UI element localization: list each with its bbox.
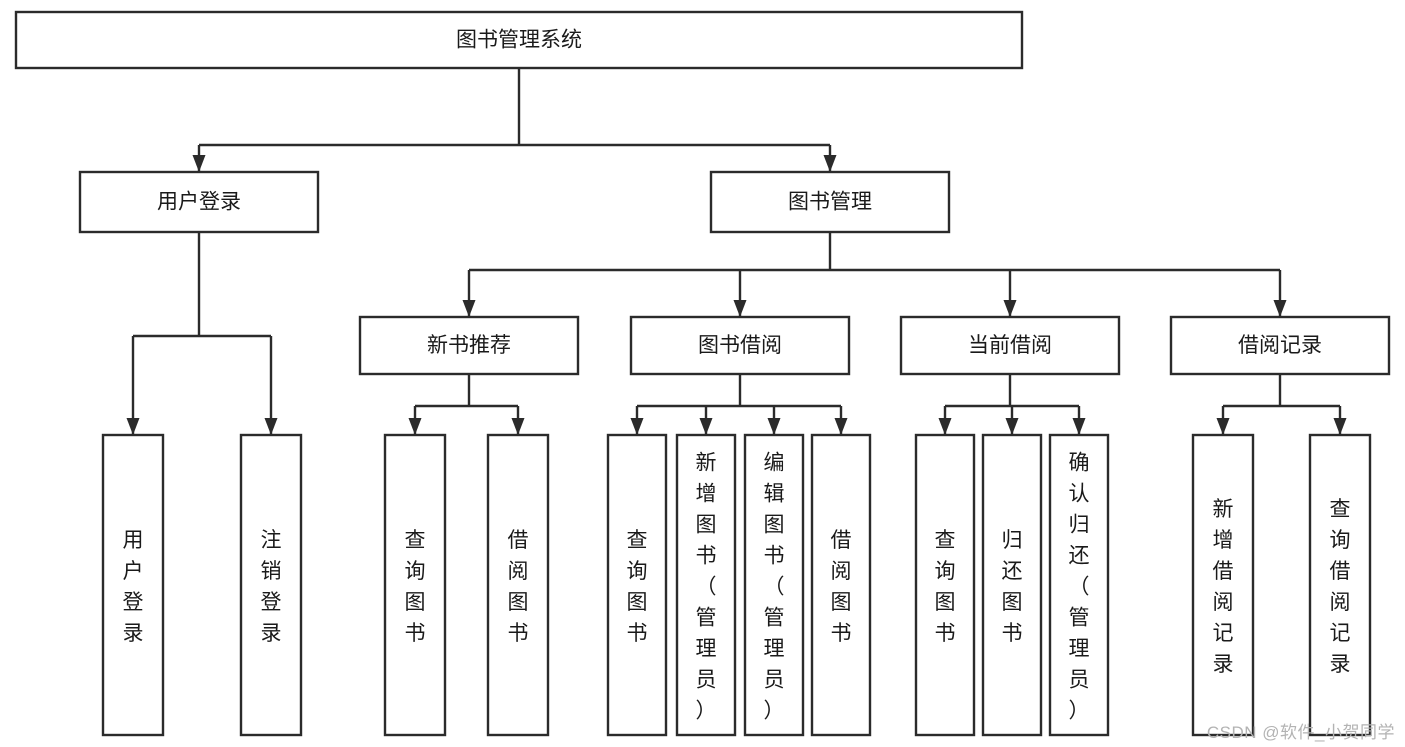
arrow-head-icon [1333,418,1347,435]
arrow-head-icon [823,155,837,172]
node-box-borrow-record[interactable] [1169,315,1391,376]
arrow-head-icon [1005,418,1019,435]
node-label-current-borrow: 当前借阅 [968,334,1052,357]
node-label-borrow-record: 借阅记录 [1238,334,1322,357]
node-box-user-login[interactable] [78,170,320,234]
node-new-book-recommend[interactable]: 新书推荐 [358,315,580,376]
arrow-head-icon [126,418,140,435]
arrow-head-icon [767,418,781,435]
node-borrow-record[interactable]: 借阅记录 [1169,315,1391,376]
node-box-leaf-borrow-book-2[interactable] [810,433,872,737]
node-box-leaf-query-record[interactable] [1308,433,1372,737]
node-box-leaf-query-book-2[interactable] [606,433,668,737]
node-label-leaf-query-book-1: 查询图书 [405,529,426,645]
arrow-head-icon [264,418,278,435]
node-leaf-query-book-1[interactable]: 查询图书 [383,433,447,737]
node-box-leaf-confirm-return[interactable] [1048,433,1110,737]
watermark-label: CSDN @软件_小贺同学 [1206,723,1395,742]
node-box-leaf-borrow-book-1[interactable] [486,433,550,737]
node-leaf-logout[interactable]: 注销登录 [239,433,303,737]
arrow-head-icon [834,418,848,435]
node-label-leaf-logout: 注销登录 [261,529,282,645]
node-user-login[interactable]: 用户登录 [78,170,320,234]
node-box-leaf-logout[interactable] [239,433,303,737]
node-box-leaf-edit-book[interactable] [743,433,805,737]
node-box-new-book-recommend[interactable] [358,315,580,376]
node-root[interactable]: 图书管理系统 [14,10,1024,70]
node-label-leaf-return-book: 归还图书 [1002,529,1023,645]
node-label-leaf-borrow-book-2: 借阅图书 [831,529,852,645]
node-label-leaf-query-record: 查询借阅记录 [1330,498,1351,676]
node-label-user-login: 用户登录 [157,191,241,214]
arrow-head-icon [1216,418,1230,435]
arrow-head-icon [1273,300,1287,317]
node-label-leaf-edit-book: 编辑图书（管理员） [764,452,785,723]
node-label-leaf-query-book-2: 查询图书 [627,529,648,645]
node-box-root[interactable] [14,10,1024,70]
edge-root-group [192,68,837,172]
arrow-head-icon [1072,418,1086,435]
node-box-leaf-add-record[interactable] [1191,433,1255,737]
node-box-leaf-add-book[interactable] [675,433,737,737]
node-label-leaf-add-record: 新增借阅记录 [1213,498,1234,676]
node-box-leaf-query-book-1[interactable] [383,433,447,737]
node-box-current-borrow[interactable] [899,315,1121,376]
arrow-head-icon [462,300,476,317]
node-label-leaf-confirm-return: 确认归还（管理员） [1069,452,1090,723]
node-label-leaf-add-book: 新增图书（管理员） [696,452,717,723]
node-label-root: 图书管理系统 [456,29,582,52]
node-leaf-query-record[interactable]: 查询借阅记录 [1308,433,1372,737]
node-label-new-book-recommend: 新书推荐 [427,334,511,357]
node-leaf-query-book-2[interactable]: 查询图书 [606,433,668,737]
node-leaf-borrow-book-1[interactable]: 借阅图书 [486,433,550,737]
node-leaf-borrow-book-2[interactable]: 借阅图书 [810,433,872,737]
node-leaf-add-book[interactable]: 新增图书（管理员） [675,433,737,737]
node-book-borrow[interactable]: 图书借阅 [629,315,851,376]
nodes-layer: 图书管理系统用户登录图书管理新书推荐图书借阅当前借阅借阅记录用户登录注销登录查询… [14,10,1391,737]
node-label-book-borrow: 图书借阅 [698,334,782,357]
node-leaf-user-login[interactable]: 用户登录 [101,433,165,737]
edge-user-login-group [126,232,278,435]
node-box-leaf-query-book-3[interactable] [914,433,976,737]
node-book-management[interactable]: 图书管理 [709,170,951,234]
node-leaf-confirm-return[interactable]: 确认归还（管理员） [1048,433,1110,737]
node-label-leaf-query-book-3: 查询图书 [935,529,956,645]
node-leaf-return-book[interactable]: 归还图书 [981,433,1043,737]
node-leaf-add-record[interactable]: 新增借阅记录 [1191,433,1255,737]
node-box-book-borrow[interactable] [629,315,851,376]
node-box-leaf-return-book[interactable] [981,433,1043,737]
edges-layer [126,68,1347,435]
arrow-head-icon [192,155,206,172]
edge-recommend-group [408,374,525,435]
edge-borrow-group [630,374,848,435]
node-label-leaf-borrow-book-1: 借阅图书 [508,529,529,645]
arrow-head-icon [1003,300,1017,317]
arrow-head-icon [630,418,644,435]
node-box-book-management[interactable] [709,170,951,234]
arrow-head-icon [408,418,422,435]
node-current-borrow[interactable]: 当前借阅 [899,315,1121,376]
node-box-leaf-user-login[interactable] [101,433,165,737]
edge-book-mgmt-group [462,232,1287,317]
arrow-head-icon [733,300,747,317]
arrow-head-icon [511,418,525,435]
node-leaf-edit-book[interactable]: 编辑图书（管理员） [743,433,805,737]
edge-current-group [938,374,1086,435]
arrow-head-icon [699,418,713,435]
node-label-book-management: 图书管理 [788,191,872,214]
arrow-head-icon [938,418,952,435]
node-leaf-query-book-3[interactable]: 查询图书 [914,433,976,737]
node-label-leaf-user-login: 用户登录 [123,529,144,645]
edge-record-group [1216,374,1347,435]
